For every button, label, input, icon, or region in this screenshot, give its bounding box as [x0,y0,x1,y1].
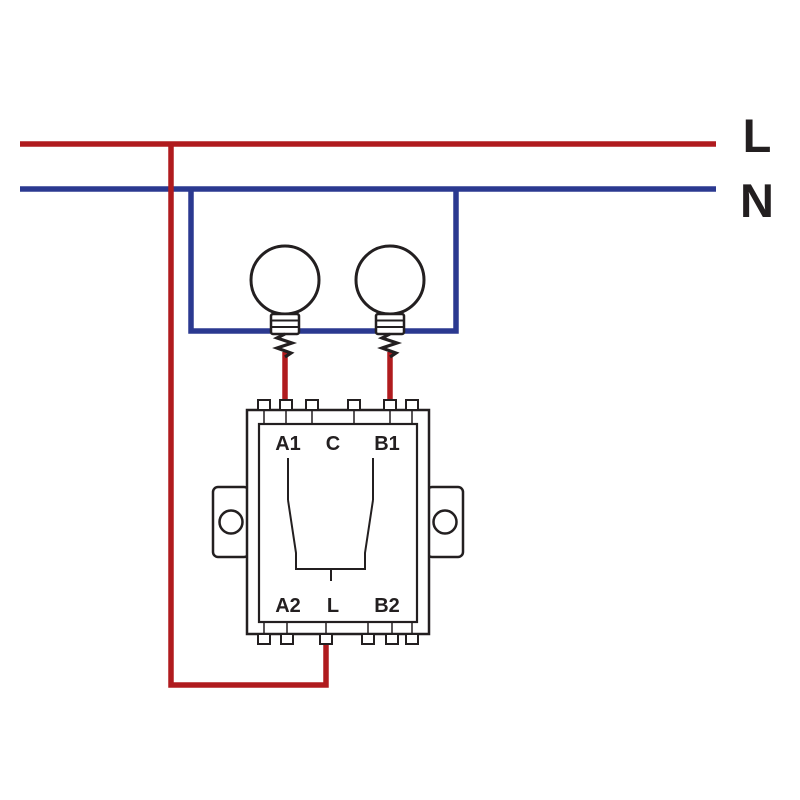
terminal-tabs-bottom [257,633,419,645]
live-feed-wire [168,144,329,688]
terminal-label-c: C [326,433,340,455]
bulb-right-cap-ridges [376,319,404,328]
neutral-loop-wire [188,189,459,334]
terminal-label-a1: A1 [275,433,301,455]
live-label: L [743,109,772,162]
screw-hole-right [432,509,458,535]
bulb-right [354,244,426,359]
bulb-right-filament-lead [377,332,403,359]
clamp-ticks [263,410,413,634]
screw-hole-left [218,509,244,535]
terminal-label-b2: B2 [374,595,400,617]
switch-faceplate [257,422,419,624]
switch-assembly: A1 C B1 A2 L B2 [211,399,465,645]
bulb-left-glass [249,244,321,316]
bulb-right-cap [374,312,406,336]
bulb-left-cap-ridges [271,319,299,328]
bulb-left-filament-lead [272,332,298,359]
terminal-tabs-top [257,399,419,411]
neutral-label: N [740,174,774,227]
bulb-left-cap [269,312,301,336]
bulb-right-glass [354,244,426,316]
terminal-label-a2: A2 [275,595,301,617]
terminal-label-b1: B1 [374,433,400,455]
terminal-label-l: L [327,595,339,617]
internal-contacts [287,458,374,581]
bulb-left [249,244,321,359]
